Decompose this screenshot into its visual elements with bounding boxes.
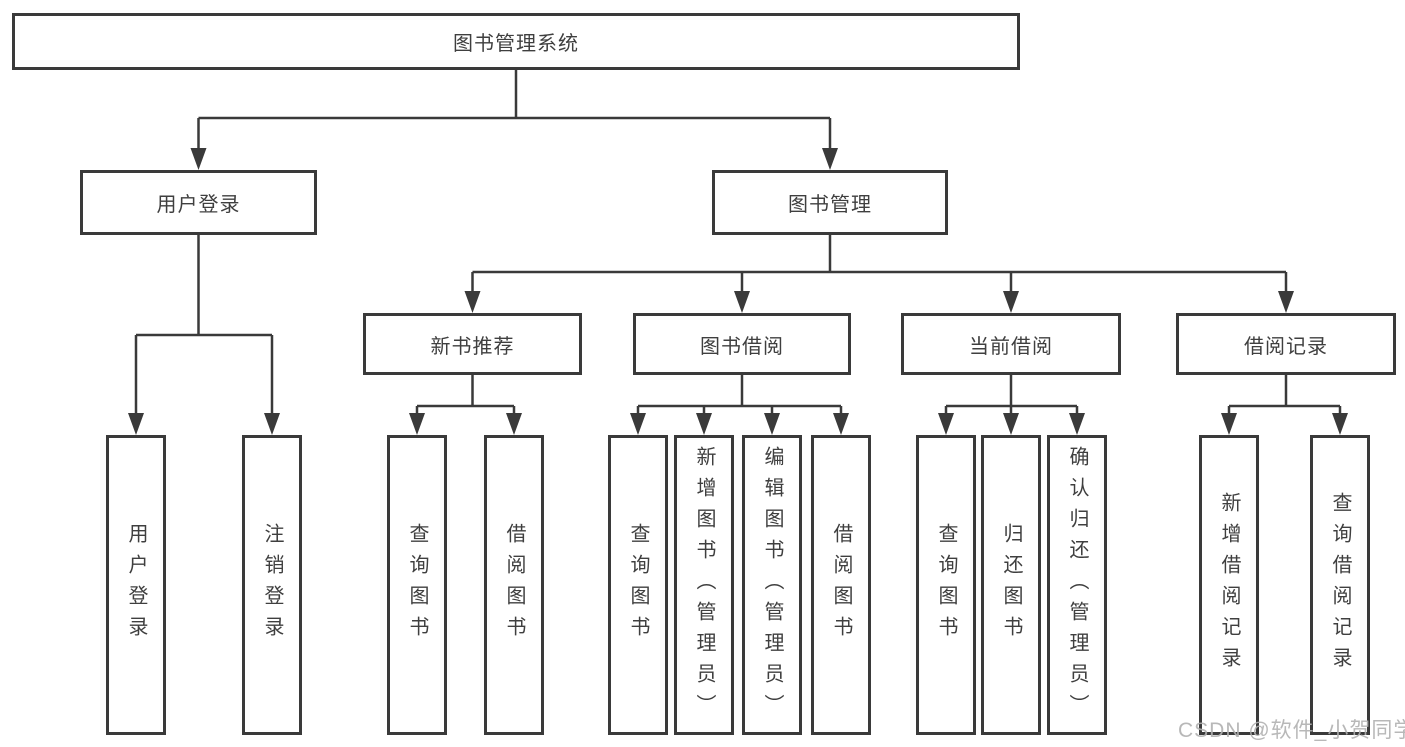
node-borrowing-records: 借阅记录 bbox=[1176, 313, 1396, 375]
node-label: 注销登录 bbox=[261, 523, 283, 647]
node-label: 新增借阅记录 bbox=[1218, 492, 1240, 678]
node-label: 图书借阅 bbox=[700, 335, 784, 358]
leaf-user-login: 用户登录 bbox=[106, 435, 166, 735]
node-label: 借阅记录 bbox=[1244, 335, 1328, 358]
node-book-management: 图书管理 bbox=[712, 170, 948, 235]
leaf-logout: 注销登录 bbox=[242, 435, 302, 735]
leaf-add-books-admin: 新增图书（管理员） bbox=[674, 435, 734, 735]
csdn-watermark: CSDN @软件_小贺同学 bbox=[1178, 719, 1405, 742]
leaf-search-books-borrowing: 查询图书 bbox=[608, 435, 668, 735]
node-label: 编辑图书（管理员） bbox=[761, 445, 783, 725]
node-label: 查询图书 bbox=[935, 523, 957, 647]
node-label: 确认归还（管理员） bbox=[1066, 445, 1088, 725]
node-label: 用户登录 bbox=[156, 194, 241, 216]
node-book-borrowing: 图书借阅 bbox=[633, 313, 851, 375]
leaf-borrow-books-recommend: 借阅图书 bbox=[484, 435, 544, 735]
node-label: 归还图书 bbox=[1000, 523, 1022, 647]
node-current-borrowing: 当前借阅 bbox=[901, 313, 1121, 375]
node-label: 借阅图书 bbox=[503, 523, 525, 647]
node-label: 新书推荐 bbox=[430, 335, 515, 358]
node-label: 图书管理系统 bbox=[453, 33, 579, 55]
node-label: 查询图书 bbox=[627, 523, 649, 647]
leaf-return-books: 归还图书 bbox=[981, 435, 1041, 735]
leaf-borrow-books-borrowing: 借阅图书 bbox=[811, 435, 871, 735]
node-label: 当前借阅 bbox=[969, 335, 1053, 358]
node-label: 查询借阅记录 bbox=[1329, 492, 1351, 678]
node-label: 查询图书 bbox=[406, 523, 428, 647]
leaf-search-books-recommend: 查询图书 bbox=[387, 435, 447, 735]
leaf-search-borrow-record: 查询借阅记录 bbox=[1310, 435, 1370, 735]
node-label: 图书管理 bbox=[788, 194, 872, 216]
leaf-confirm-return-admin: 确认归还（管理员） bbox=[1047, 435, 1107, 735]
node-library-management-system: 图书管理系统 bbox=[12, 13, 1020, 70]
leaf-edit-books-admin: 编辑图书（管理员） bbox=[742, 435, 802, 735]
node-label: 用户登录 bbox=[125, 523, 147, 647]
leaf-search-books-current: 查询图书 bbox=[916, 435, 976, 735]
node-new-book-recommendation: 新书推荐 bbox=[363, 313, 582, 375]
node-label: 借阅图书 bbox=[830, 523, 852, 647]
leaf-add-borrow-record: 新增借阅记录 bbox=[1199, 435, 1259, 735]
node-label: 新增图书（管理员） bbox=[693, 445, 715, 725]
node-user-login: 用户登录 bbox=[80, 170, 317, 235]
